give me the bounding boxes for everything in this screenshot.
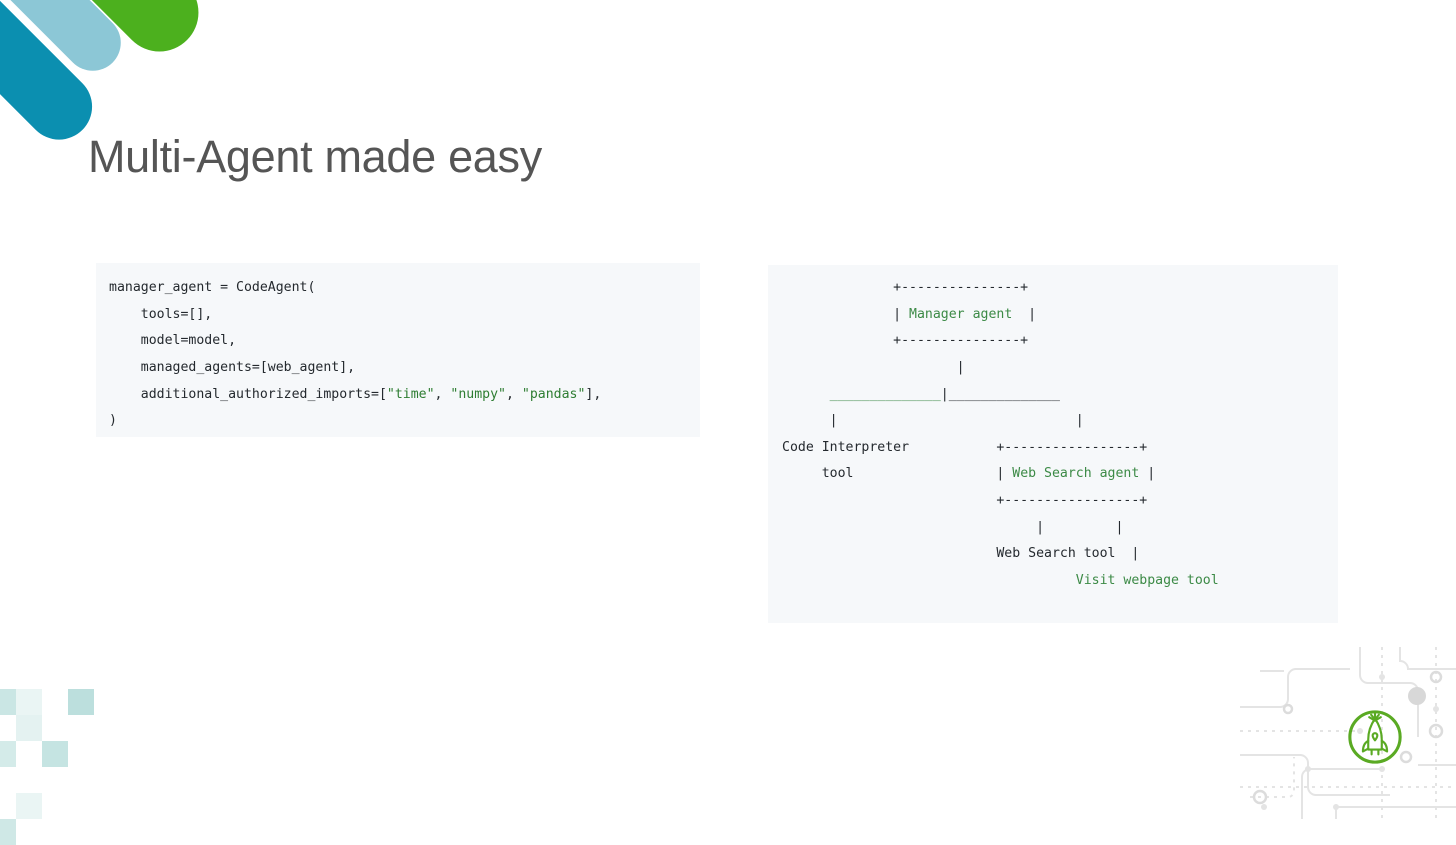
code-token: Web Search agent	[1012, 466, 1140, 482]
code-token: "pandas"	[521, 386, 586, 402]
code-token: ],	[585, 386, 602, 402]
code-token: Web Search tool |	[782, 546, 1140, 562]
code-token: |	[782, 306, 910, 322]
code-token: ______________	[829, 386, 941, 402]
code-token: )	[109, 413, 117, 429]
code-token	[782, 387, 830, 402]
page-title: Multi-Agent made easy	[88, 131, 542, 183]
code-token: |	[782, 359, 965, 375]
code-token: managed_agents=[web_agent],	[109, 359, 356, 375]
code-token: additional_authorized_imports=[	[109, 386, 387, 402]
capsule-green-icon	[53, 0, 215, 68]
code-token: | |	[782, 413, 1084, 429]
code-block-agent-tree-diagram: +---------------+ | Manager agent | +---…	[768, 265, 1338, 624]
code-token: Visit webpage tool	[1075, 572, 1219, 588]
code-token: Manager agent	[909, 306, 1013, 322]
code-token: "numpy"	[450, 386, 506, 402]
rocket-logo-icon	[1348, 710, 1402, 764]
code-token: ,	[434, 386, 451, 402]
code-token: | |	[782, 519, 1124, 535]
code-token: model=model,	[109, 333, 237, 349]
code-token: Code Interpreter +-----------------+	[782, 439, 1148, 455]
code-token: |	[1139, 466, 1156, 482]
code-token: +-----------------+	[782, 492, 1148, 508]
code-block-agent-definition: manager_agent = CodeAgent( tools=[], mod…	[96, 263, 700, 438]
code-token: +---------------+	[782, 333, 1029, 349]
code-token: ,	[506, 386, 522, 402]
code-token: "time"	[386, 386, 435, 402]
code-token: manager_agent = CodeAgent(	[109, 280, 316, 296]
checker-pattern-decoration	[0, 669, 120, 845]
code-token	[782, 573, 1076, 588]
code-token: tool |	[782, 466, 1013, 482]
code-token: |______________	[940, 386, 1060, 402]
code-token: tools=[],	[109, 306, 213, 322]
code-token: +---------------+	[782, 280, 1029, 296]
capsule-light-teal-icon	[0, 0, 133, 83]
code-token: |	[1012, 306, 1037, 322]
